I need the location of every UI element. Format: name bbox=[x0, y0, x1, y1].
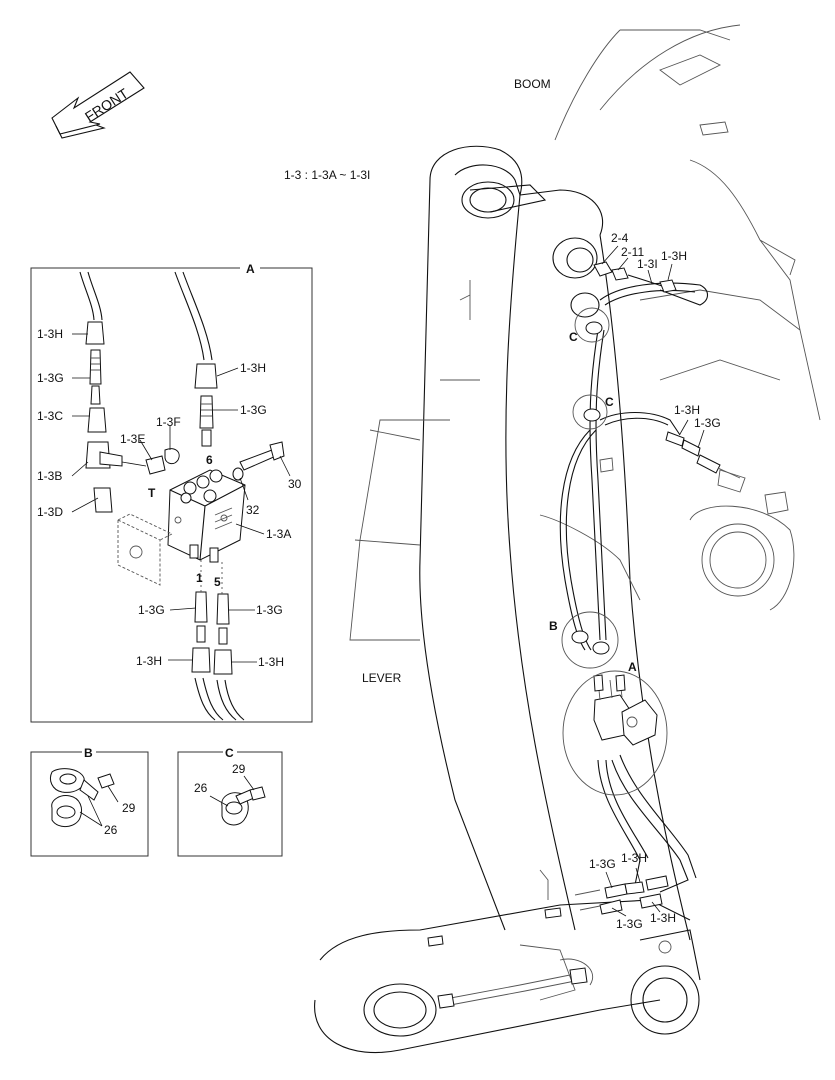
callout-c: C bbox=[605, 395, 614, 409]
boom-label: BOOM bbox=[514, 77, 551, 91]
label-1-3g: 1-3G bbox=[37, 371, 64, 385]
clamp-callouts bbox=[561, 307, 668, 796]
port-label-t: T bbox=[148, 486, 156, 500]
detail-a-panel: A bbox=[30, 262, 313, 723]
front-arrow-icon: FRONT bbox=[51, 71, 145, 139]
label-32: 32 bbox=[246, 503, 260, 517]
main-labels: BOOM 1-3 : 1-3A ~ 1-3I LEVER 2-4 2-11 1-… bbox=[284, 77, 721, 931]
label-30: 30 bbox=[288, 477, 302, 491]
port-label-6: 6 bbox=[206, 453, 213, 467]
lever-label: LEVER bbox=[362, 671, 402, 685]
label-1-3g: 1-3G bbox=[240, 403, 267, 417]
detail-a-title: A bbox=[246, 262, 255, 276]
label-1-3h: 1-3H bbox=[240, 361, 266, 375]
label-1-3i: 1-3I bbox=[637, 257, 658, 271]
detail-c-title: C bbox=[225, 746, 234, 760]
label-26: 26 bbox=[104, 823, 118, 837]
callout-a: A bbox=[628, 660, 637, 674]
front-label: FRONT bbox=[82, 85, 132, 125]
label-1-3h: 1-3H bbox=[621, 851, 647, 865]
label-1-3g: 1-3G bbox=[589, 857, 616, 871]
main-hose-routing bbox=[559, 261, 741, 915]
label-1-3d: 1-3D bbox=[37, 505, 63, 519]
detail-c-panel: C 29 26 bbox=[177, 746, 283, 857]
assembly-note: 1-3 : 1-3A ~ 1-3I bbox=[284, 168, 370, 182]
label-1-3h: 1-3H bbox=[661, 249, 687, 263]
label-1-3g: 1-3G bbox=[256, 603, 283, 617]
port-label-1: 1 bbox=[196, 571, 203, 585]
label-1-3h: 1-3H bbox=[37, 327, 63, 341]
label-2-11: 2-11 bbox=[621, 245, 644, 259]
label-1-3h: 1-3H bbox=[136, 654, 162, 668]
label-2-4: 2-4 bbox=[611, 231, 629, 245]
label-1-3f: 1-3F bbox=[156, 415, 181, 429]
boom-arm-drawing bbox=[314, 24, 821, 1054]
label-1-3c: 1-3C bbox=[37, 409, 63, 423]
label-1-3h: 1-3H bbox=[258, 655, 284, 669]
label-1-3a: 1-3A bbox=[266, 527, 291, 541]
callout-b: B bbox=[549, 619, 558, 633]
label-26: 26 bbox=[194, 781, 208, 795]
detail-b-title: B bbox=[84, 746, 93, 760]
callout-c: C bbox=[569, 330, 578, 344]
label-1-3h: 1-3H bbox=[674, 403, 700, 417]
label-29: 29 bbox=[122, 801, 136, 815]
label-1-3g: 1-3G bbox=[138, 603, 165, 617]
label-1-3e: 1-3E bbox=[120, 432, 145, 446]
label-1-3b: 1-3B bbox=[37, 469, 62, 483]
port-label-5: 5 bbox=[214, 575, 221, 589]
label-1-3g: 1-3G bbox=[694, 416, 721, 430]
label-29: 29 bbox=[232, 762, 246, 776]
label-1-3h: 1-3H bbox=[650, 911, 676, 925]
label-1-3g: 1-3G bbox=[616, 917, 643, 931]
detail-b-panel: B 29 26 bbox=[30, 746, 149, 857]
